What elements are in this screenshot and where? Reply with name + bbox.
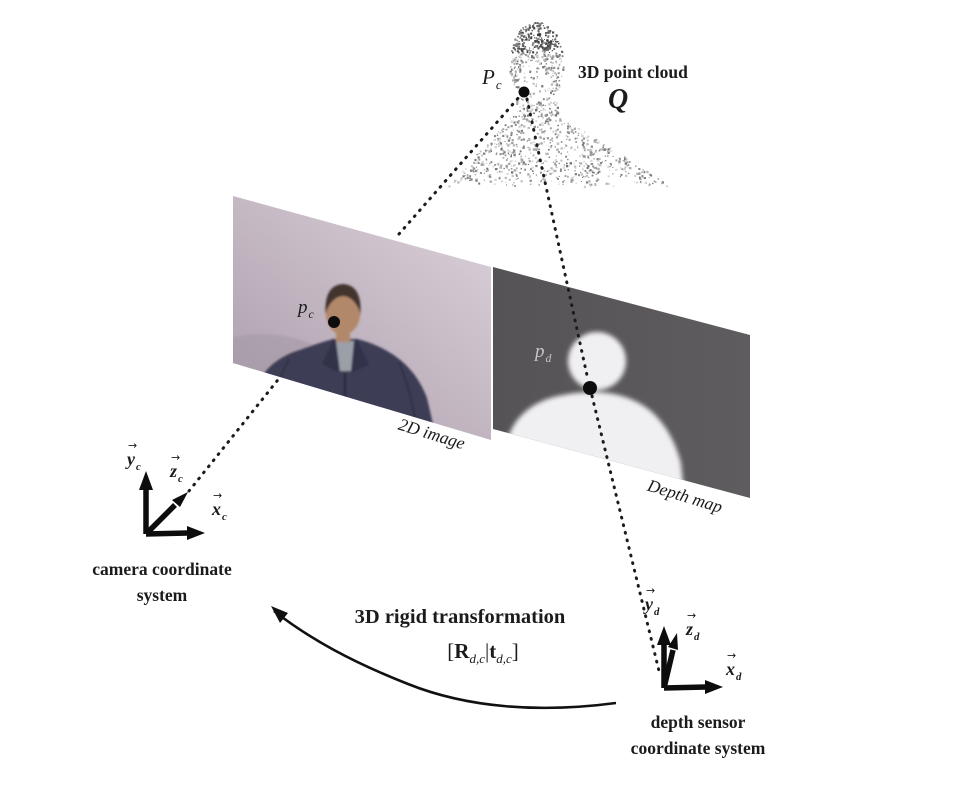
ray-camera-upper <box>397 94 522 236</box>
camera-z-axis-label: →zc <box>170 451 183 485</box>
camera-frame-caption: camera coordinate system <box>87 556 237 608</box>
depth-frame-caption-line1: depth sensor <box>650 712 746 732</box>
vector-arrow-icon: → <box>687 609 697 622</box>
vector-arrow-icon: → <box>646 584 656 597</box>
depth-y-axis-label: →yd <box>645 584 660 618</box>
point-Pc-label: Pc <box>482 65 502 93</box>
depth-map-plane <box>493 267 750 498</box>
depth-frame-caption-line2: coordinate system <box>630 738 766 758</box>
vector-arrow-icon: → <box>171 451 181 464</box>
point-pc-dot <box>328 316 340 328</box>
camera-frame-caption-line2: system <box>136 585 188 605</box>
depth-z-axis-label: →zd <box>686 609 700 643</box>
point-cloud <box>448 22 668 189</box>
depth-frame-caption: depth sensor coordinate system <box>612 709 784 761</box>
point-pc-label: pc <box>298 297 314 321</box>
point-Pc-dot <box>518 86 530 98</box>
projection-rays <box>187 94 661 673</box>
point-cloud-caption: 3D point cloud <box>578 62 688 82</box>
depth-x-axis-label: →xd <box>726 649 742 683</box>
depth-axes <box>657 626 723 694</box>
vector-arrow-icon: → <box>213 489 223 502</box>
transformation-arrow <box>271 606 617 710</box>
point-pd-dot <box>583 381 597 395</box>
point-cloud-symbol: Q <box>608 84 629 115</box>
ray-camera-lower <box>187 374 283 493</box>
ray-depth-upper <box>525 97 590 382</box>
camera-axes <box>139 471 205 540</box>
point-pd-label: pd <box>535 341 552 365</box>
transformation-formula: [Rd,c|td,c] <box>447 639 519 667</box>
camera-frame-caption-line1: camera coordinate <box>92 559 232 579</box>
vector-arrow-icon: → <box>727 649 737 662</box>
camera-y-axis-label: →yc <box>127 439 141 473</box>
transformation-title: 3D rigid transformation <box>354 606 566 628</box>
vector-arrow-icon: → <box>128 439 138 452</box>
ray-depth-lower <box>590 394 661 673</box>
camera-x-axis-label: →xc <box>212 489 227 523</box>
